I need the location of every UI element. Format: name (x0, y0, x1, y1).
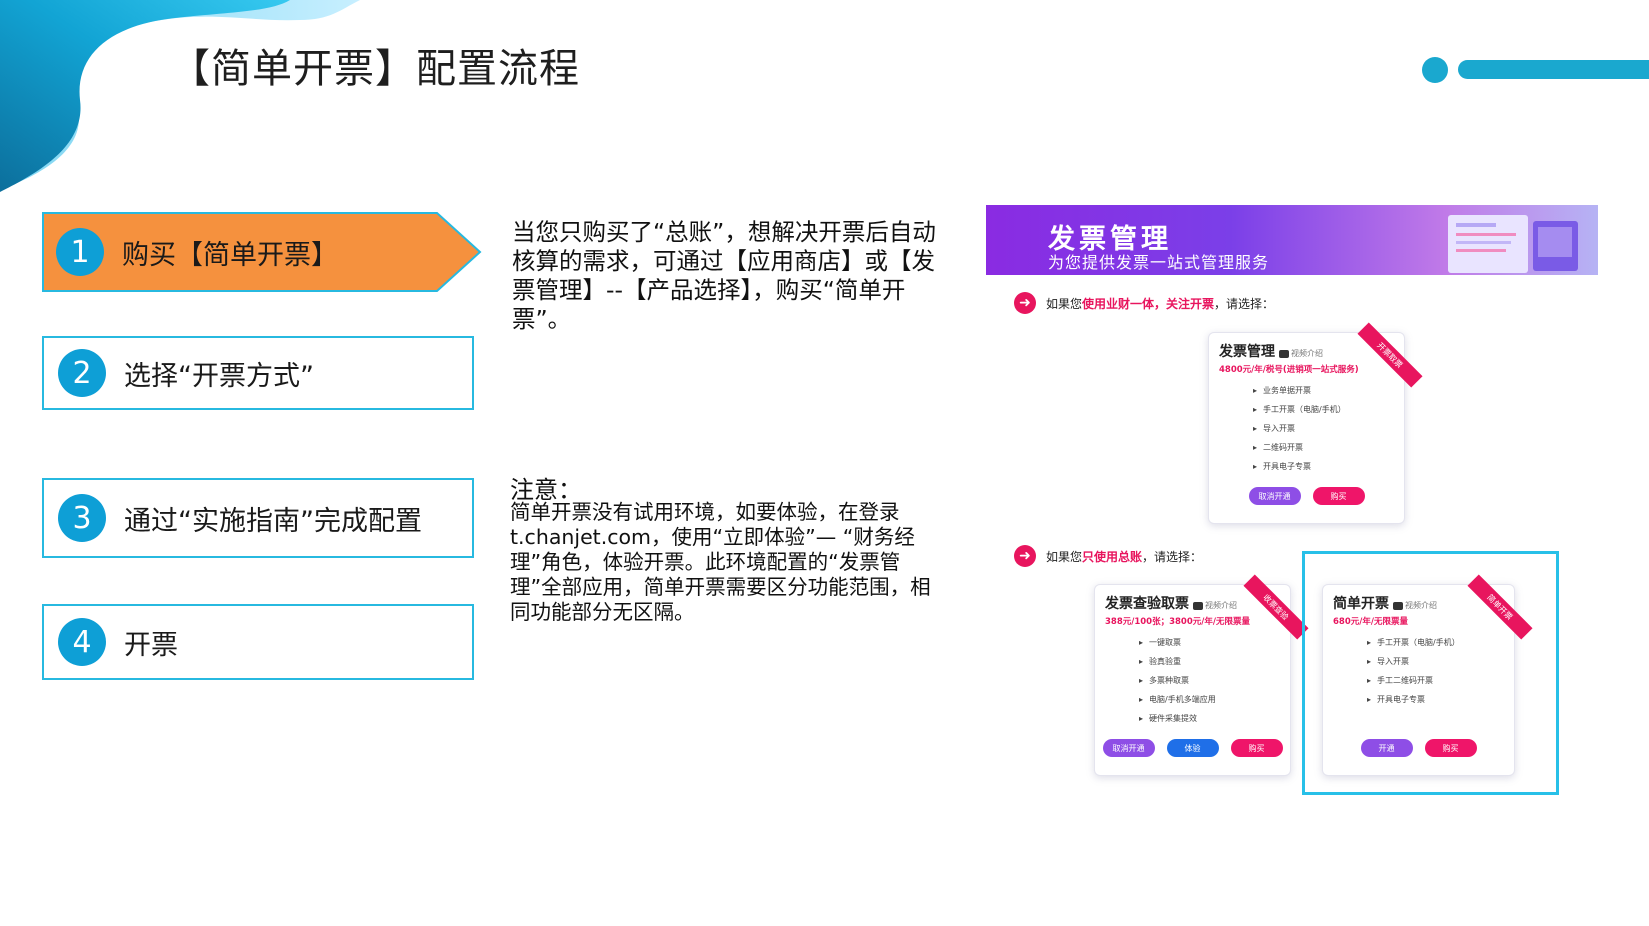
feature-list: 业务单据开票 手工开票（电脑/手机） 导入开票 二维码开票 开具电子专票 (1253, 385, 1346, 480)
video-intro-link[interactable]: 视频介绍 (1193, 601, 1237, 610)
step-1-arrow-shape (42, 212, 482, 292)
decorative-dot (1422, 57, 1448, 83)
feature-list: 手工开票（电脑/手机） 导入开票 手工二维码开票 开具电子专票 (1367, 637, 1460, 713)
step-1-buy[interactable]: 1 购买【简单开票】 (42, 212, 482, 292)
trial-button[interactable]: 体验 (1166, 739, 1219, 757)
video-intro-link[interactable]: 视频介绍 (1279, 349, 1323, 358)
activate-button[interactable]: 开通 (1360, 739, 1413, 757)
video-icon (1393, 601, 1403, 610)
step-4-invoice[interactable]: 4 开票 (42, 604, 474, 680)
step-2-select-method[interactable]: 2 选择“开票方式” (42, 336, 474, 410)
step-number: 2 (58, 349, 106, 397)
card-ribbon: 收票查验 (1243, 574, 1309, 640)
prompt-integrated: ➜ 如果您使用业财一体，关注开票，请选择： (1014, 292, 1274, 314)
banner-title: 发票管理 (1048, 224, 1172, 255)
note-title: 注意： (510, 476, 582, 504)
feature-list: 一键取票 验真验重 多票种取票 电脑/手机多端应用 硬件采集提效 (1139, 637, 1216, 732)
arrow-right-icon: ➜ (1014, 292, 1036, 314)
card-ribbon: 开票取票 (1357, 322, 1423, 388)
video-icon (1193, 601, 1203, 610)
banner-subtitle: 为您提供发票一站式管理服务 (1048, 253, 1270, 272)
page-title: 【简单开票】配置流程 (170, 46, 580, 92)
decorative-bar (1458, 60, 1649, 79)
prompt-ledger-only: ➜ 如果您只使用总账，请选择： (1014, 545, 1202, 567)
note-body: 简单开票没有试用环境，如要体验，在登录t.chanjet.com，使用“立即体验… (510, 500, 931, 624)
video-intro-link[interactable]: 视频介绍 (1393, 601, 1437, 610)
buy-button[interactable]: 购买 (1424, 739, 1477, 757)
step-number: 1 (56, 228, 104, 276)
step-label: 购买【简单开票】 (122, 239, 338, 271)
step-description: 当您只购买了“总账”，想解决开票后自动核算的需求，可通过【应用商店】或【发票管理… (512, 218, 936, 333)
buy-button[interactable]: 购买 (1230, 739, 1283, 757)
selected-product-highlight (1302, 551, 1559, 795)
corner-decoration (0, 0, 360, 192)
step-number: 3 (58, 494, 106, 542)
step-3-implementation-guide[interactable]: 3 通过“实施指南”完成配置 (42, 478, 474, 558)
invoice-banner: 发票管理 为您提供发票一站式管理服务 (986, 205, 1598, 275)
video-icon (1279, 349, 1289, 358)
cancel-activation-button[interactable]: 取消开通 (1248, 487, 1301, 505)
banner-illustration (1448, 215, 1578, 273)
step-label: 开票 (124, 629, 178, 661)
step-label: 通过“实施指南”完成配置 (124, 505, 422, 537)
step-label: 选择“开票方式” (124, 360, 314, 392)
cancel-activation-button[interactable]: 取消开通 (1102, 739, 1155, 757)
buy-button[interactable]: 购买 (1312, 487, 1365, 505)
step-number: 4 (58, 618, 106, 666)
arrow-right-icon: ➜ (1014, 545, 1036, 567)
